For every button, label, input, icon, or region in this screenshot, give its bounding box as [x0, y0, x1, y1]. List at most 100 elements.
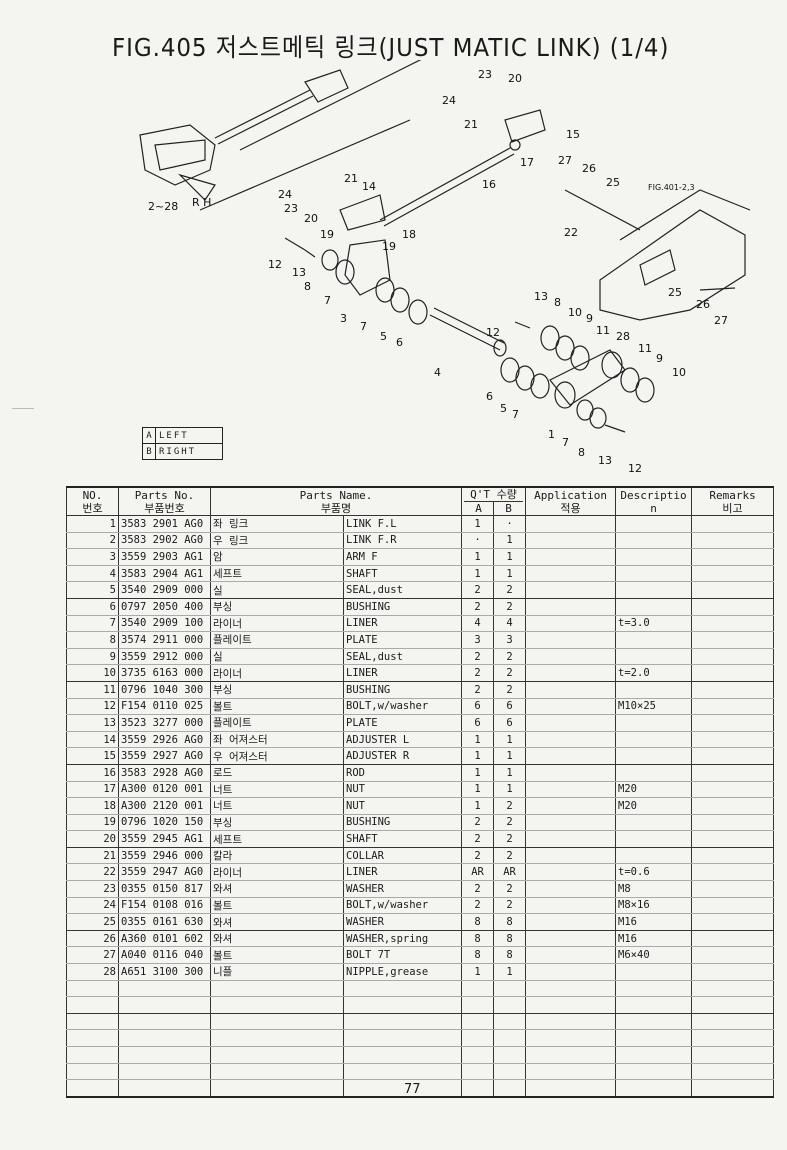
- cell-desc: [615, 1046, 693, 1064]
- cell-desc: [615, 764, 693, 782]
- cell-a: 6: [461, 698, 495, 716]
- cell-b: AR: [493, 863, 527, 882]
- cell-part: 3583 2904 AG1: [118, 565, 211, 583]
- cell-en: NIPPLE,grease: [342, 963, 463, 981]
- cell-b: 8: [493, 930, 527, 948]
- table-row: [66, 1029, 775, 1047]
- cell-desc: M8×16: [615, 897, 693, 915]
- cell-b: [493, 1063, 527, 1081]
- callout-label: FIG.401-2,3: [648, 183, 695, 192]
- cell-en: ADJUSTER R: [342, 747, 463, 765]
- cell-no: [66, 1029, 119, 1047]
- callout-label: 7: [360, 320, 367, 333]
- cell-rem: [691, 565, 775, 583]
- cell-no: 17: [66, 781, 119, 799]
- cell-rem: [691, 913, 775, 931]
- cell-ko: 좌 어져스터: [210, 731, 344, 749]
- cell-rem: [691, 930, 775, 948]
- cell-app: [525, 1013, 617, 1031]
- cell-en: WASHER,spring: [342, 930, 463, 948]
- cell-b: [493, 1046, 527, 1064]
- cell-ko: 니플: [210, 963, 344, 981]
- cell-rem: [691, 698, 775, 716]
- cell-ko: 볼트: [210, 698, 344, 716]
- cell-a: ·: [461, 532, 495, 550]
- header-no-ko: 번호: [82, 501, 103, 515]
- cell-ko: [210, 1046, 344, 1064]
- header-rem-ko: 비고: [722, 501, 743, 515]
- header-qty-label: Q'T 수량: [470, 488, 517, 501]
- cell-en: LINER: [342, 863, 463, 882]
- cell-ko: 볼트: [210, 897, 344, 915]
- cell-no: 8: [66, 631, 119, 649]
- cell-part: 3583 2902 AG0: [118, 532, 211, 550]
- cell-en: ADJUSTER L: [342, 731, 463, 749]
- cell-desc: M8: [615, 880, 693, 898]
- cell-app: [525, 598, 617, 616]
- callout-label: 22: [564, 226, 578, 239]
- cell-a: 1: [461, 781, 495, 799]
- cell-desc: [615, 515, 693, 533]
- cell-app: [525, 946, 617, 965]
- cell-part: 3559 2945 AG1: [118, 830, 211, 848]
- cell-part: 3559 2912 000: [118, 648, 211, 666]
- cell-desc: M6×40: [615, 946, 693, 965]
- cell-rem: [691, 1029, 775, 1047]
- cell-en: NUT: [342, 797, 463, 815]
- callout-label: 13: [292, 266, 306, 279]
- cell-ko: 우 어져스터: [210, 747, 344, 765]
- cell-ko: [210, 996, 344, 1014]
- cell-part: 3559 2946 000: [118, 847, 211, 865]
- cell-desc: [615, 963, 693, 981]
- callout-label: 4: [434, 366, 441, 379]
- cell-desc: t=0.6: [615, 863, 693, 882]
- cell-b: [493, 1029, 527, 1047]
- legend-key: B: [142, 443, 156, 460]
- cell-b: [493, 980, 527, 998]
- cell-part: 0796 1040 300: [118, 681, 211, 699]
- cell-no: 2: [66, 532, 119, 550]
- cell-rem: [691, 1046, 775, 1064]
- cell-b: 4: [493, 615, 527, 633]
- cell-desc: [615, 830, 693, 848]
- cell-en: SHAFT: [342, 565, 463, 583]
- header-qty-a: A: [464, 502, 495, 515]
- header-qty-b: B: [505, 502, 512, 515]
- cell-en: [342, 1079, 463, 1098]
- cell-b: 2: [493, 847, 527, 865]
- cell-b: [493, 1079, 527, 1098]
- cell-app: [525, 698, 617, 716]
- cell-no: 9: [66, 648, 119, 666]
- header-desc-2: n: [650, 501, 657, 515]
- cell-b: 3: [493, 631, 527, 649]
- callout-label: 3: [340, 312, 347, 325]
- header-name: Parts Name.부품명: [209, 486, 463, 516]
- cell-ko: [210, 980, 344, 998]
- header-no: NO.번호: [66, 486, 119, 516]
- cell-ko: 좌 링크: [210, 515, 344, 533]
- cell-ko: 라이너: [210, 615, 344, 633]
- cell-ko: 플레이트: [210, 631, 344, 649]
- callout-label: 19: [320, 228, 334, 241]
- cell-part: [118, 1013, 211, 1031]
- cell-app: [525, 631, 617, 649]
- cell-app: [525, 880, 617, 898]
- cell-en: PLATE: [342, 714, 463, 732]
- callout-label: 9: [586, 312, 593, 325]
- cell-desc: [615, 548, 693, 566]
- cell-no: 22: [66, 863, 119, 882]
- callout-label: 28: [616, 330, 630, 343]
- callout-label: 11: [596, 324, 610, 337]
- cell-part: 3559 2927 AG0: [118, 747, 211, 765]
- cell-rem: [691, 548, 775, 566]
